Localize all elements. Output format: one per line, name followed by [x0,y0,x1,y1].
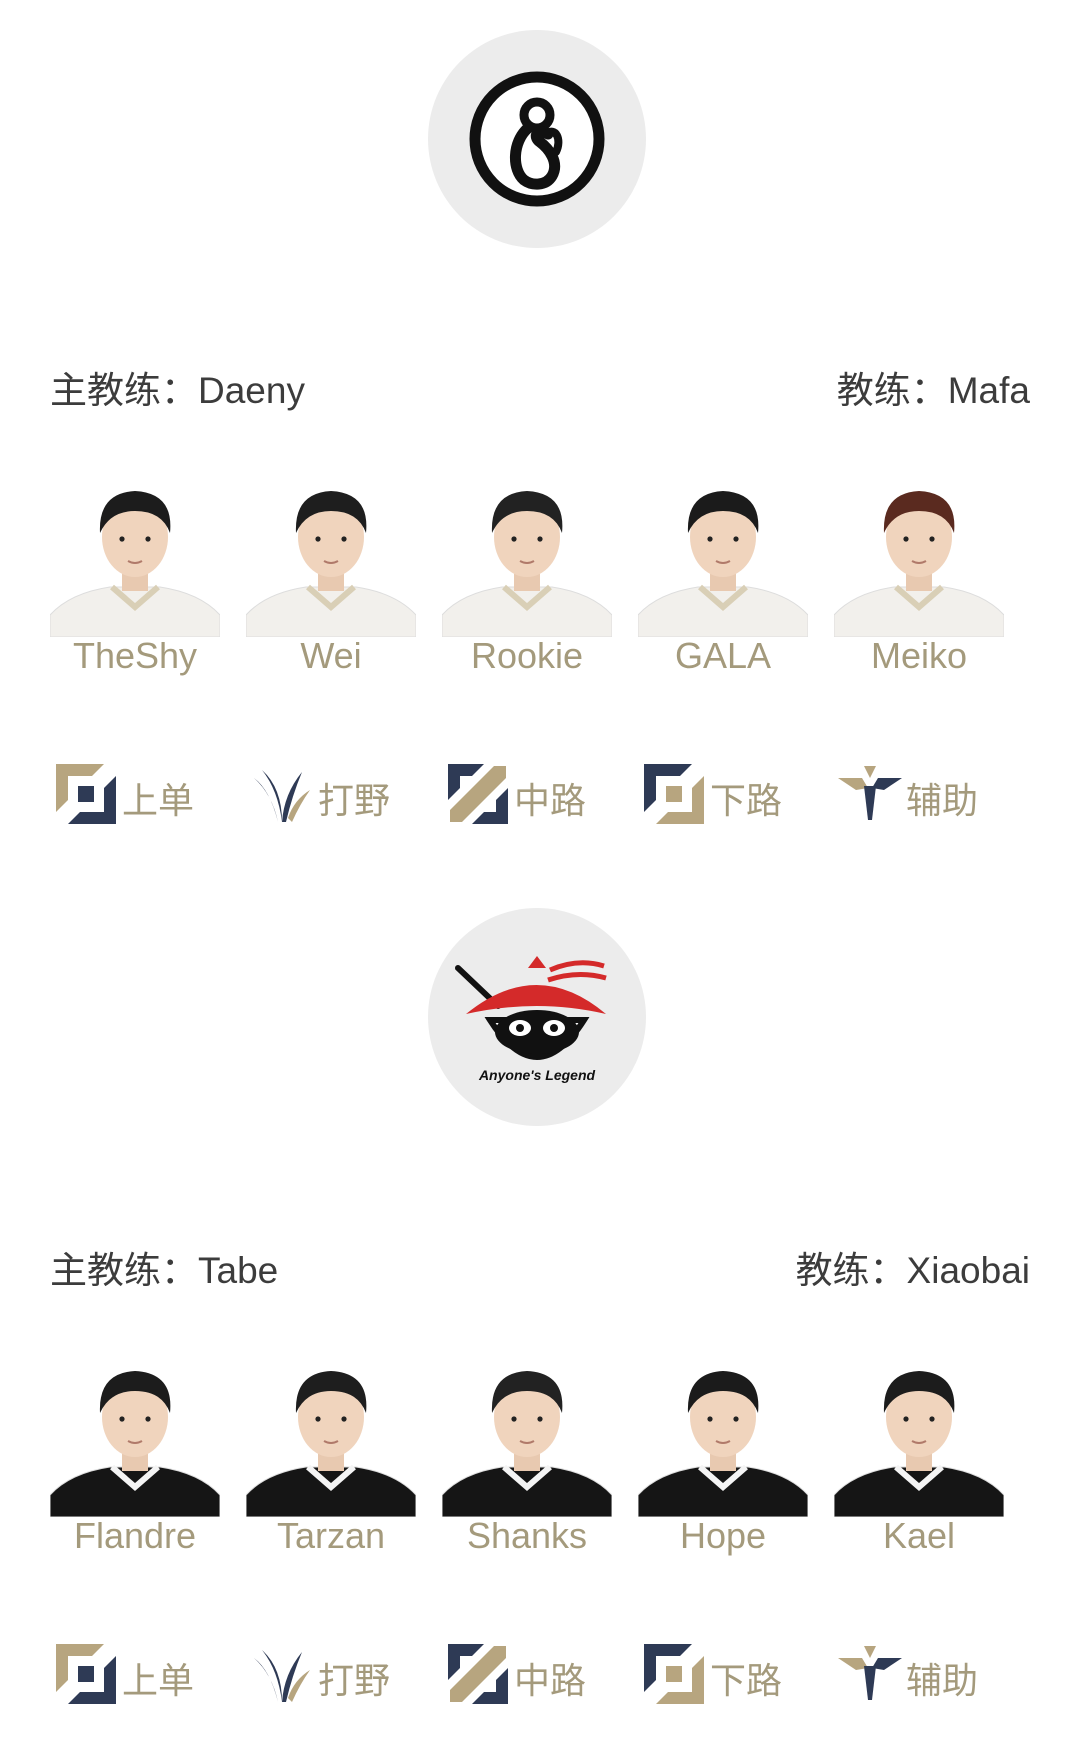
role-jungle: 打野 [246,1635,442,1715]
player-name: Kael [882,1515,956,1556]
role-label: 下路 [710,1661,783,1702]
role-top: 上单 [50,1635,246,1715]
player-name: TheShy [72,635,198,676]
team-logo-ig[interactable] [428,30,646,248]
player-card[interactable]: Tarzan [246,1355,416,1575]
role-label: 打野 [318,1661,391,1702]
role-label: 辅助 [906,1661,979,1702]
player-card[interactable]: TheShy [50,475,220,695]
role-label: 打野 [318,781,391,822]
player-name: Flandre [73,1515,197,1556]
role-label: 下路 [710,781,783,822]
bot-lane-icon [640,1640,708,1708]
coach-label: 教练：Mafa [836,370,1030,411]
role-label: 中路 [514,781,587,822]
head-coach-label: 主教练：Tabe [50,1250,279,1291]
mid-lane-icon [444,1640,512,1708]
player-name: Meiko [870,635,968,676]
role-mid: 中路 [442,755,638,835]
team-al-section: Anyone's Legend 主教练：Tabe 教练：Xiaobai Flan… [0,880,1080,1760]
al-logo-text: Anyone's Legend [478,1067,596,1083]
player-row: TheShy Wei Rookie GALA Meiko [50,475,1030,695]
role-label: 上单 [122,781,195,822]
player-photo [834,475,1004,637]
player-card[interactable]: GALA [638,475,808,695]
player-card[interactable]: Flandre [50,1355,220,1575]
role-row: 上单 打野 中路 下路 辅助 [50,755,1030,835]
player-photo [442,1355,612,1517]
role-top: 上单 [50,755,246,835]
player-name: Wei [300,635,362,676]
player-name: Hope [679,1515,767,1556]
team-logo-al[interactable]: Anyone's Legend [428,908,646,1126]
player-name: Shanks [466,1515,588,1556]
player-card[interactable]: Wei [246,475,416,695]
player-photo [834,1355,1004,1517]
role-row: 上单 打野 中路 下路 辅助 [50,1635,1030,1715]
team-ig-section: 主教练：Daeny 教练：Mafa TheShy Wei Rookie GALA… [50,30,1030,835]
role-support: 辅助 [834,1635,1030,1715]
support-icon [836,760,904,828]
al-logo-icon: Anyone's Legend [455,956,607,1083]
player-photo [246,475,416,637]
player-name: GALA [674,635,772,676]
jungle-icon [248,1640,316,1708]
ig-logo-icon [469,71,605,207]
head-coach-label: 主教练：Daeny [50,370,305,411]
role-bot: 下路 [638,755,834,835]
player-card[interactable]: Kael [834,1355,1004,1575]
player-card[interactable]: Hope [638,1355,808,1575]
role-bot: 下路 [638,1635,834,1715]
support-icon [836,1640,904,1708]
player-row: Flandre Tarzan Shanks Hope Kael [50,1355,1030,1575]
top-lane-icon [52,760,120,828]
role-jungle: 打野 [246,755,442,835]
player-photo [638,1355,808,1517]
player-photo [442,475,612,637]
role-mid: 中路 [442,1635,638,1715]
player-name: Rookie [470,635,584,676]
player-photo [50,1355,220,1517]
role-label: 辅助 [906,781,979,822]
role-label: 上单 [122,1661,195,1702]
role-support: 辅助 [834,755,1030,835]
role-label: 中路 [514,1661,587,1702]
player-photo [50,475,220,637]
jungle-icon [248,760,316,828]
player-name: Tarzan [276,1515,386,1556]
top-lane-icon [52,1640,120,1708]
mid-lane-icon [444,760,512,828]
player-card[interactable]: Shanks [442,1355,612,1575]
player-card[interactable]: Rookie [442,475,612,695]
player-card[interactable]: Meiko [834,475,1004,695]
coach-label: 教练：Xiaobai [795,1250,1030,1291]
player-photo [638,475,808,637]
bot-lane-icon [640,760,708,828]
player-photo [246,1355,416,1517]
